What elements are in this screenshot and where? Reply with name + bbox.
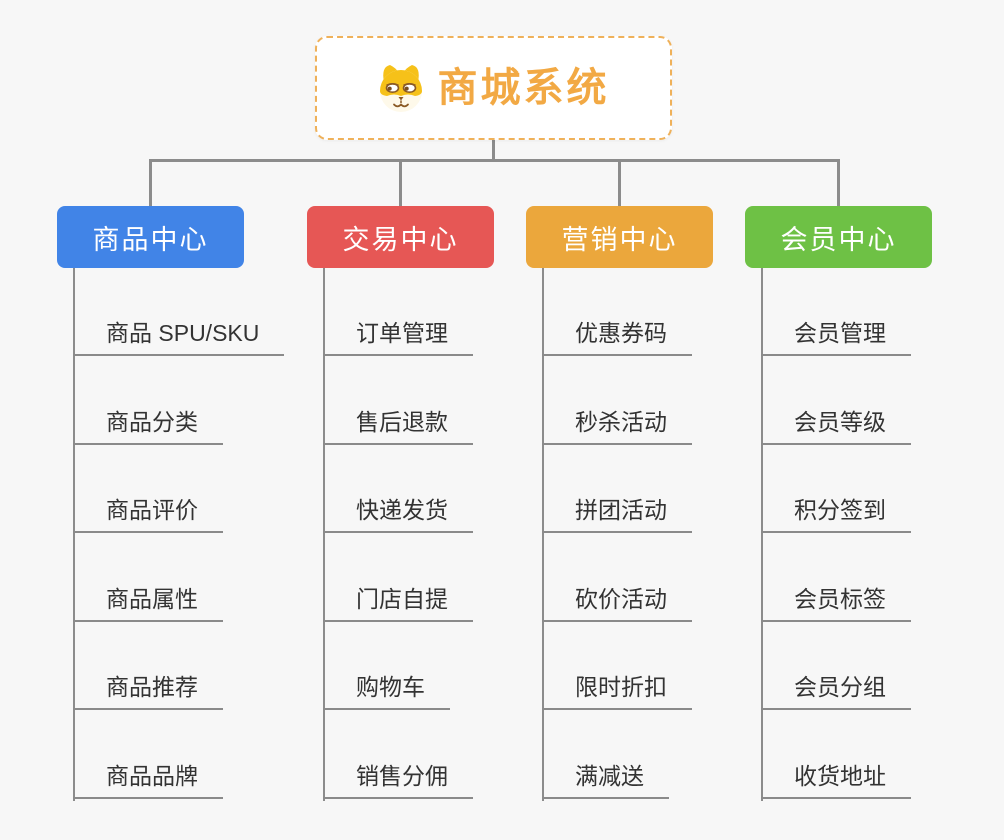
leaf-node[interactable]: 积分签到 — [761, 495, 911, 533]
leaf-node[interactable]: 秒杀活动 — [542, 407, 692, 445]
leaf-node[interactable]: 满减送 — [542, 761, 669, 799]
connector-drop-trade — [399, 159, 402, 207]
leaf-node[interactable]: 会员标签 — [761, 584, 911, 622]
branch-node-marketing-center[interactable]: 营销中心 — [526, 206, 713, 268]
root-title: 商城系统 — [437, 66, 610, 110]
connector-root-stub — [492, 138, 495, 161]
branch-node-product-center[interactable]: 商品中心 — [57, 206, 244, 268]
connector-bus — [149, 159, 840, 162]
leaf-node[interactable]: 限时折扣 — [542, 672, 692, 710]
connector-trunk-product — [73, 268, 75, 801]
leaf-node[interactable]: 收货地址 — [761, 761, 911, 799]
leaf-node[interactable]: 商品分类 — [73, 407, 223, 445]
leaf-node[interactable]: 商品推荐 — [73, 672, 223, 710]
leaf-node[interactable]: 商品属性 — [73, 584, 223, 622]
branch-node-member-center[interactable]: 会员中心 — [745, 206, 932, 268]
leaf-node[interactable]: 优惠券码 — [542, 318, 692, 356]
leaf-node[interactable]: 会员等级 — [761, 407, 911, 445]
connector-trunk-marketing — [542, 268, 544, 801]
dog-face-icon — [378, 63, 424, 113]
leaf-node[interactable]: 拼团活动 — [542, 495, 692, 533]
root-node[interactable]: 商城系统 — [315, 36, 672, 140]
connector-drop-product — [149, 159, 152, 207]
branch-node-trade-center[interactable]: 交易中心 — [307, 206, 494, 268]
leaf-node[interactable]: 购物车 — [323, 672, 450, 710]
leaf-node[interactable]: 门店自提 — [323, 584, 473, 622]
connector-drop-marketing — [618, 159, 621, 207]
leaf-node[interactable]: 会员管理 — [761, 318, 911, 356]
connector-trunk-trade — [323, 268, 325, 801]
leaf-node[interactable]: 快递发货 — [323, 495, 473, 533]
leaf-node[interactable]: 商品评价 — [73, 495, 223, 533]
leaf-node[interactable]: 销售分佣 — [323, 761, 473, 799]
leaf-node[interactable]: 售后退款 — [323, 407, 473, 445]
leaf-node[interactable]: 砍价活动 — [542, 584, 692, 622]
connector-trunk-member — [761, 268, 763, 801]
leaf-node[interactable]: 商品品牌 — [73, 761, 223, 799]
leaf-node[interactable]: 商品 SPU/SKU — [73, 318, 285, 356]
leaf-node[interactable]: 会员分组 — [761, 672, 911, 710]
connector-drop-member — [837, 159, 840, 207]
leaf-node[interactable]: 订单管理 — [323, 318, 473, 356]
